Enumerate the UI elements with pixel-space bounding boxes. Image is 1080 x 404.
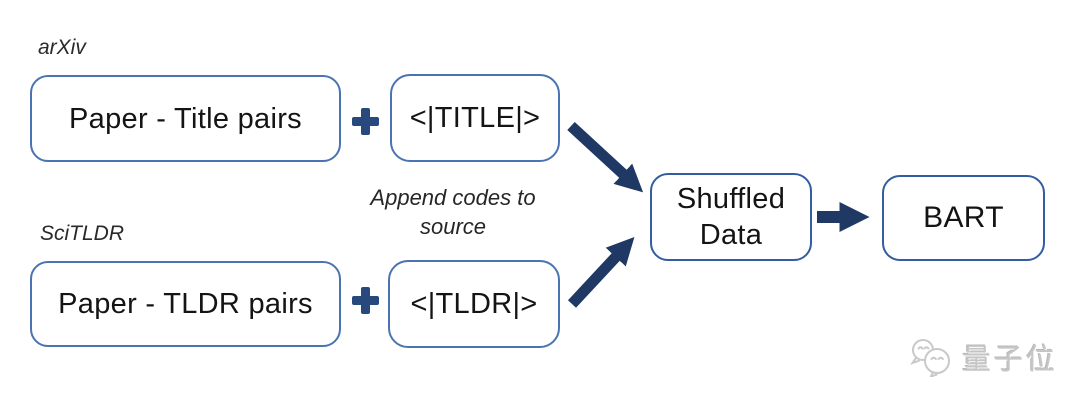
box-paper-title-pairs: Paper - Title pairs [30, 75, 341, 162]
box-title-code: <|TITLE|> [390, 74, 560, 162]
chat-bubbles-icon [909, 339, 950, 377]
box-shuffled-data: Shuffled Data [650, 173, 812, 261]
append-codes-note: Append codes to source [370, 185, 536, 239]
arrow-title-to-shuffled-icon [567, 121, 644, 193]
box-shuffled-data-label: Shuffled Data [676, 183, 786, 251]
arrow-tldr-to-shuffled-icon [567, 236, 635, 308]
box-title-code-label: <|TITLE|> [409, 102, 541, 134]
watermark-text: 量子位 [961, 342, 1058, 376]
box-bart: BART [882, 175, 1045, 261]
box-paper-tldr-pairs: Paper - TLDR pairs [30, 261, 341, 347]
box-tldr-code-label: <|TLDR|> [410, 288, 538, 320]
box-tldr-code: <|TLDR|> [388, 260, 560, 348]
watermark: 量子位 [908, 336, 1058, 378]
dataset-label-scitldr: SciTLDR [40, 222, 125, 245]
box-paper-title-pairs-label: Paper - Title pairs [69, 102, 302, 135]
box-bart-label: BART [923, 201, 1004, 234]
box-paper-tldr-pairs-label: Paper - TLDR pairs [58, 288, 313, 320]
plus-icon [352, 108, 379, 135]
dataset-label-arxiv: arXiv [38, 36, 86, 59]
plus-icon [352, 287, 379, 314]
